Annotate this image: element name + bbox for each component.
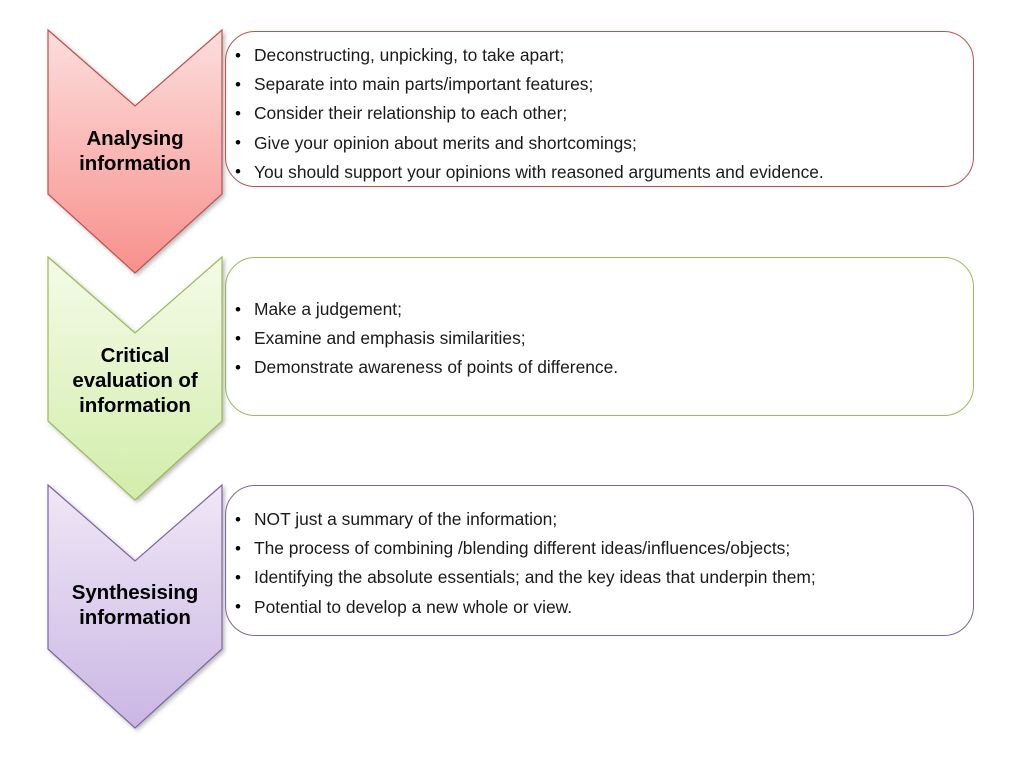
stage-detail-panel: NOT just a summary of the information;Th… [225,485,974,636]
list-item: Deconstructing, unpicking, to take apart… [235,40,824,70]
chevron-shape [47,483,223,729]
chevron-shape [47,28,223,274]
list-item: Examine and emphasis similarities; [235,324,618,353]
stage-detail-panel: Make a judgement;Examine and emphasis si… [225,257,974,416]
list-item: You should support your opinions with re… [235,157,824,187]
chevron-shape [47,255,223,501]
list-item: Make a judgement; [235,294,618,324]
list-item: Potential to develop a new whole or view… [235,592,816,622]
list-item: Consider their relationship to each othe… [235,99,824,128]
stage-detail-list: NOT just a summary of the information;Th… [235,504,816,622]
list-item: The process of combining /blending diffe… [235,534,816,563]
list-item: Separate into main parts/important featu… [235,70,824,99]
stage-detail-list: Deconstructing, unpicking, to take apart… [235,40,824,187]
stage-detail-list: Make a judgement;Examine and emphasis si… [235,294,618,383]
stage-detail-panel: Deconstructing, unpicking, to take apart… [225,31,974,187]
list-item: NOT just a summary of the information; [235,504,816,534]
list-item: Identifying the absolute essentials; and… [235,563,816,592]
list-item: Demonstrate awareness of points of diffe… [235,353,618,382]
list-item: Give your opinion about merits and short… [235,128,824,158]
